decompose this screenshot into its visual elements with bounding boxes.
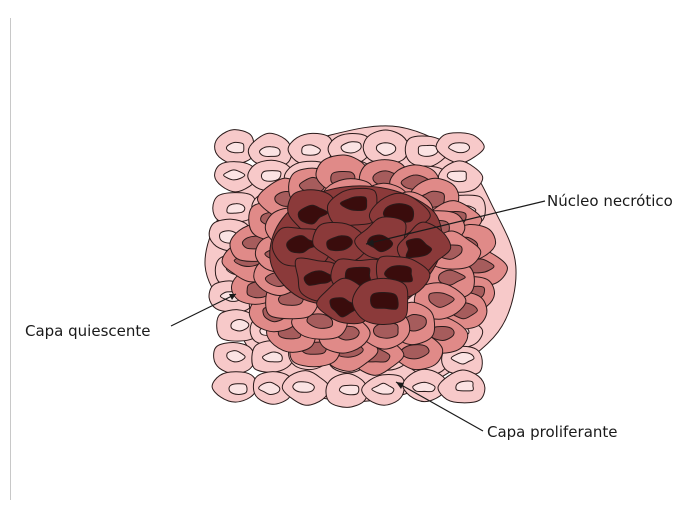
proliferating-cell-nucleus xyxy=(339,385,358,394)
proliferating-cell xyxy=(215,130,254,164)
proliferating-cell xyxy=(214,342,255,373)
proliferating-cell xyxy=(326,373,367,407)
proliferating-cell-nucleus xyxy=(456,381,474,391)
proliferating-cell-nucleus xyxy=(293,382,315,393)
necrotic-core-label: Núcleo necrótico xyxy=(547,192,673,210)
proliferating-cell-nucleus xyxy=(418,145,438,156)
quiescent-layer-label: Capa quiescente xyxy=(25,322,150,340)
proliferating-cell-nucleus xyxy=(259,147,280,157)
proliferating-cell-nucleus xyxy=(227,204,245,214)
proliferating-layer-label: Capa proliferante xyxy=(487,423,618,441)
proliferating-cell xyxy=(212,372,258,402)
necrotic-cell xyxy=(352,278,407,324)
necrotic-cell-nucleus xyxy=(371,293,399,310)
proliferating-cell-nucleus xyxy=(261,171,281,182)
quiescent-cell-nucleus xyxy=(373,323,398,338)
proliferating-cell-nucleus xyxy=(229,384,247,395)
proliferating-cell-nucleus xyxy=(231,320,249,332)
